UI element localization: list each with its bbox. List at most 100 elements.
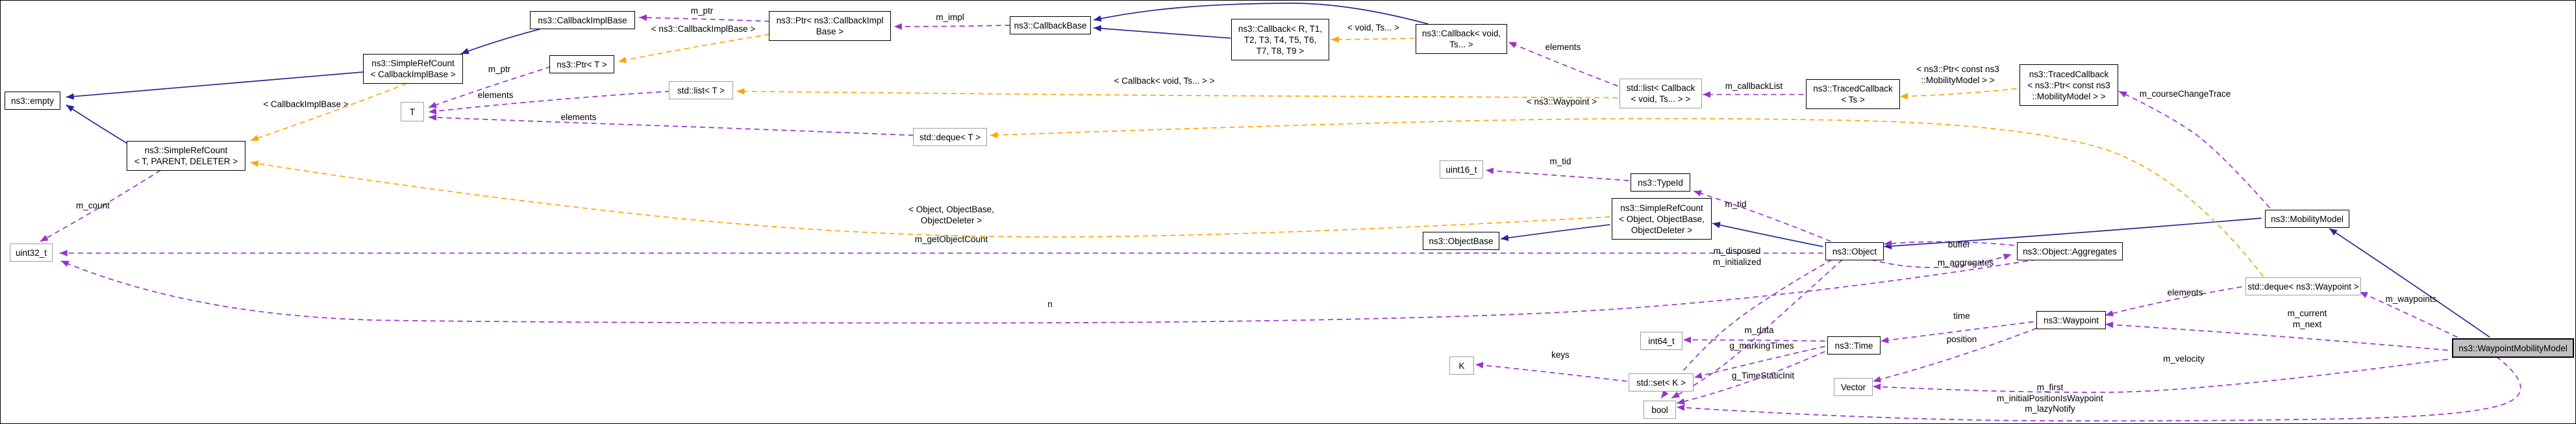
edge-setK-to-K [1475,362,1627,382]
edge-mm-to-object [1884,218,2262,250]
node-mm[interactable]: ns3::MobilityModel [2265,210,2349,228]
edge-label-callbackimplbase: < CallbackImplBase > [263,99,349,109]
edge-wmm-to-vector [1873,358,2448,393]
edge-label-object-objectbase-objectdeleter: < Object, ObjectBase, ObjectDeleter > [908,205,994,225]
edge-listCb-to-listT [736,88,1618,99]
edge-ptrT-to-T [428,66,551,108]
edge-aggregates-to-uint32 [60,258,2037,324]
node-cbRT[interactable]: ns3::Callback< R, T1, T2, T3, T4, T5, T6… [1231,19,1329,60]
edge-wmm-to-bool [1677,356,2521,422]
edge-listT-to-T [428,90,670,115]
edge-wmm-to-waypoint [2105,321,2448,351]
node-ptrT[interactable]: ns3::Ptr< T > [549,55,614,73]
edge-ptrCib-to-ptrT [618,34,770,64]
edge-label-elements: elements [560,112,597,122]
edge-label-keys: keys [1551,350,1569,360]
node-empty[interactable]: ns3::empty [5,92,60,110]
edge-label-ns3-callbackimplbase: < ns3::CallbackImplBase > [651,24,756,34]
edge-cbRT-to-cbBase [1093,25,1231,39]
node-object[interactable]: ns3::Object [1825,242,1884,260]
node-wmm: ns3::WaypointMobilityModel [2452,338,2574,358]
edge-cbVoid-to-cbBase [1093,3,1429,25]
edge-label-callback-void-ts: < Callback< void, Ts... > > [1114,76,1215,86]
node-cbBase[interactable]: ns3::CallbackBase [1010,16,1091,34]
edge-dequeWp-to-waypoint [2105,286,2242,317]
edge-wmm-to-mm [2329,228,2490,338]
edge-object-to-srcObj [1712,221,1823,247]
edge-label-buffer: buffer [1947,240,1971,249]
edge-label-position: position [1946,334,1977,344]
edge-ptrCib-to-cib [639,14,770,22]
node-bool: bool [1644,401,1676,419]
node-setK: std::set< K > [1629,373,1694,392]
edge-label-m-waypoints: m_waypoints [2385,294,2437,304]
edge-label-n: n [1047,299,1053,309]
node-aggregates[interactable]: ns3::Object::Aggregates [2017,242,2123,260]
edge-label-m-getobjectcount: m_getObjectCount [914,234,988,244]
node-tcTs[interactable]: ns3::TracedCallback < Ts > [1806,79,1900,109]
node-ptrCib[interactable]: ns3::Ptr< ns3::CallbackImpl Base > [769,11,891,41]
edge-label-m-count: m_count [76,201,110,210]
edge-cbVoid-to-cbRT [1331,36,1415,43]
node-vector: Vector [1834,378,1873,396]
node-waypoint[interactable]: ns3::Waypoint [2036,311,2106,329]
edge-label-g-markingtimes: g_markingTimes [1729,341,1794,351]
node-dequeT: std::deque< T > [913,128,987,146]
edge-label-ns3-ptr-const-ns3-mobilitymodel: < ns3::Ptr< const ns3 ::MobilityModel > … [1916,64,1999,85]
node-srcCib[interactable]: ns3::SimpleRefCount < CallbackImplBase > [363,54,463,84]
edge-srcTPD-to-empty [66,104,131,147]
node-listT: std::list< T > [669,81,733,99]
edge-srcObj-to-objBase [1500,224,1610,242]
edge-time-to-setK [1694,345,1825,379]
edge-object-to-bool [1671,259,1843,399]
node-uint16: uint16_t [1440,160,1483,179]
edge-label-m-velocity: m_velocity [2163,354,2205,364]
node-srcObj[interactable]: ns3::SimpleRefCount < Object, ObjectBase… [1612,198,1712,240]
node-objBase[interactable]: ns3::ObjectBase [1423,232,1499,250]
edge-srcCib-to-srcTPD [250,82,407,142]
edge-label-elements: elements [2167,288,2203,297]
edge-dequeWp-to-dequeT [990,118,2264,277]
node-cib[interactable]: ns3::CallbackImplBase [530,11,635,29]
edge-tcMM-to-tcTs [1900,88,2017,100]
edge-label-m-first-m-initialpositioniswaypoint-m-la: m_first m_initialPositionIsWaypoint m_la… [1997,382,2103,414]
node-time[interactable]: ns3::Time [1827,336,1881,355]
edge-typeId-to-uint16 [1486,168,1629,181]
edge-object-to-typeId [1693,190,1831,242]
edge-label-ns3-waypoint: < ns3::Waypoint > [1526,97,1597,106]
edge-label-m-impl: m_impl [936,12,964,22]
node-dequeWp: std::deque< ns3::Waypoint > [2245,277,2361,295]
node-int64: int64_t [1640,332,1682,350]
node-cbVoid[interactable]: ns3::Callback< void, Ts... > [1416,24,1507,54]
edge-wmm-to-dequeWp [2359,291,2458,338]
edge-label-m-tid: m_tid [1725,199,1747,209]
edge-label-time: time [1953,311,1970,321]
edge-aggregates-to-object [1884,240,2014,247]
edge-label-m-data: m_data [1744,325,1774,335]
edge-mm-to-tcMM [2118,90,2270,208]
node-uint32: uint32_t [10,243,53,262]
edge-cib-to-srcCib [460,29,540,55]
edge-time-to-bool [1676,351,1825,405]
node-srcTPD[interactable]: ns3::SimpleRefCount < T, PARENT, DELETER… [127,141,245,171]
edge-label-m-current-m-next: m_current m_next [2287,308,2327,329]
edge-label-m-callbacklist: m_callbackList [1725,81,1783,91]
edge-srcObj-to-srcTPD [250,160,1610,238]
edge-label-m-aggregates: m_aggregates [1937,258,1994,268]
edge-dequeT-to-T [429,114,914,136]
edge-srcCib-to-empty [66,71,366,100]
edge-label-elements: elements [477,90,514,100]
edge-label-m-disposed-m-initialized: m_disposed m_initialized [1712,246,1762,267]
node-tcMM[interactable]: ns3::TracedCallback < ns3::Ptr< const ns… [2020,64,2118,106]
edge-label-m-ptr: m_ptr [690,6,714,16]
edge-label-elements: elements [1545,42,1581,52]
edge-srcTPD-to-uint32 [40,169,161,242]
edge-waypoint-to-vector [1873,327,2037,383]
edge-label-m-coursechangetrace: m_courseChangeTrace [2139,89,2231,99]
node-typeId[interactable]: ns3::TypeId [1631,173,1690,192]
edge-label-void-ts: < void, Ts... > [1347,23,1400,32]
node-listCb: std::list< Callback < void, Ts... > > [1619,79,1702,108]
edge-label-g-timestaticinit: g_TimeStaticInit [1731,371,1795,380]
